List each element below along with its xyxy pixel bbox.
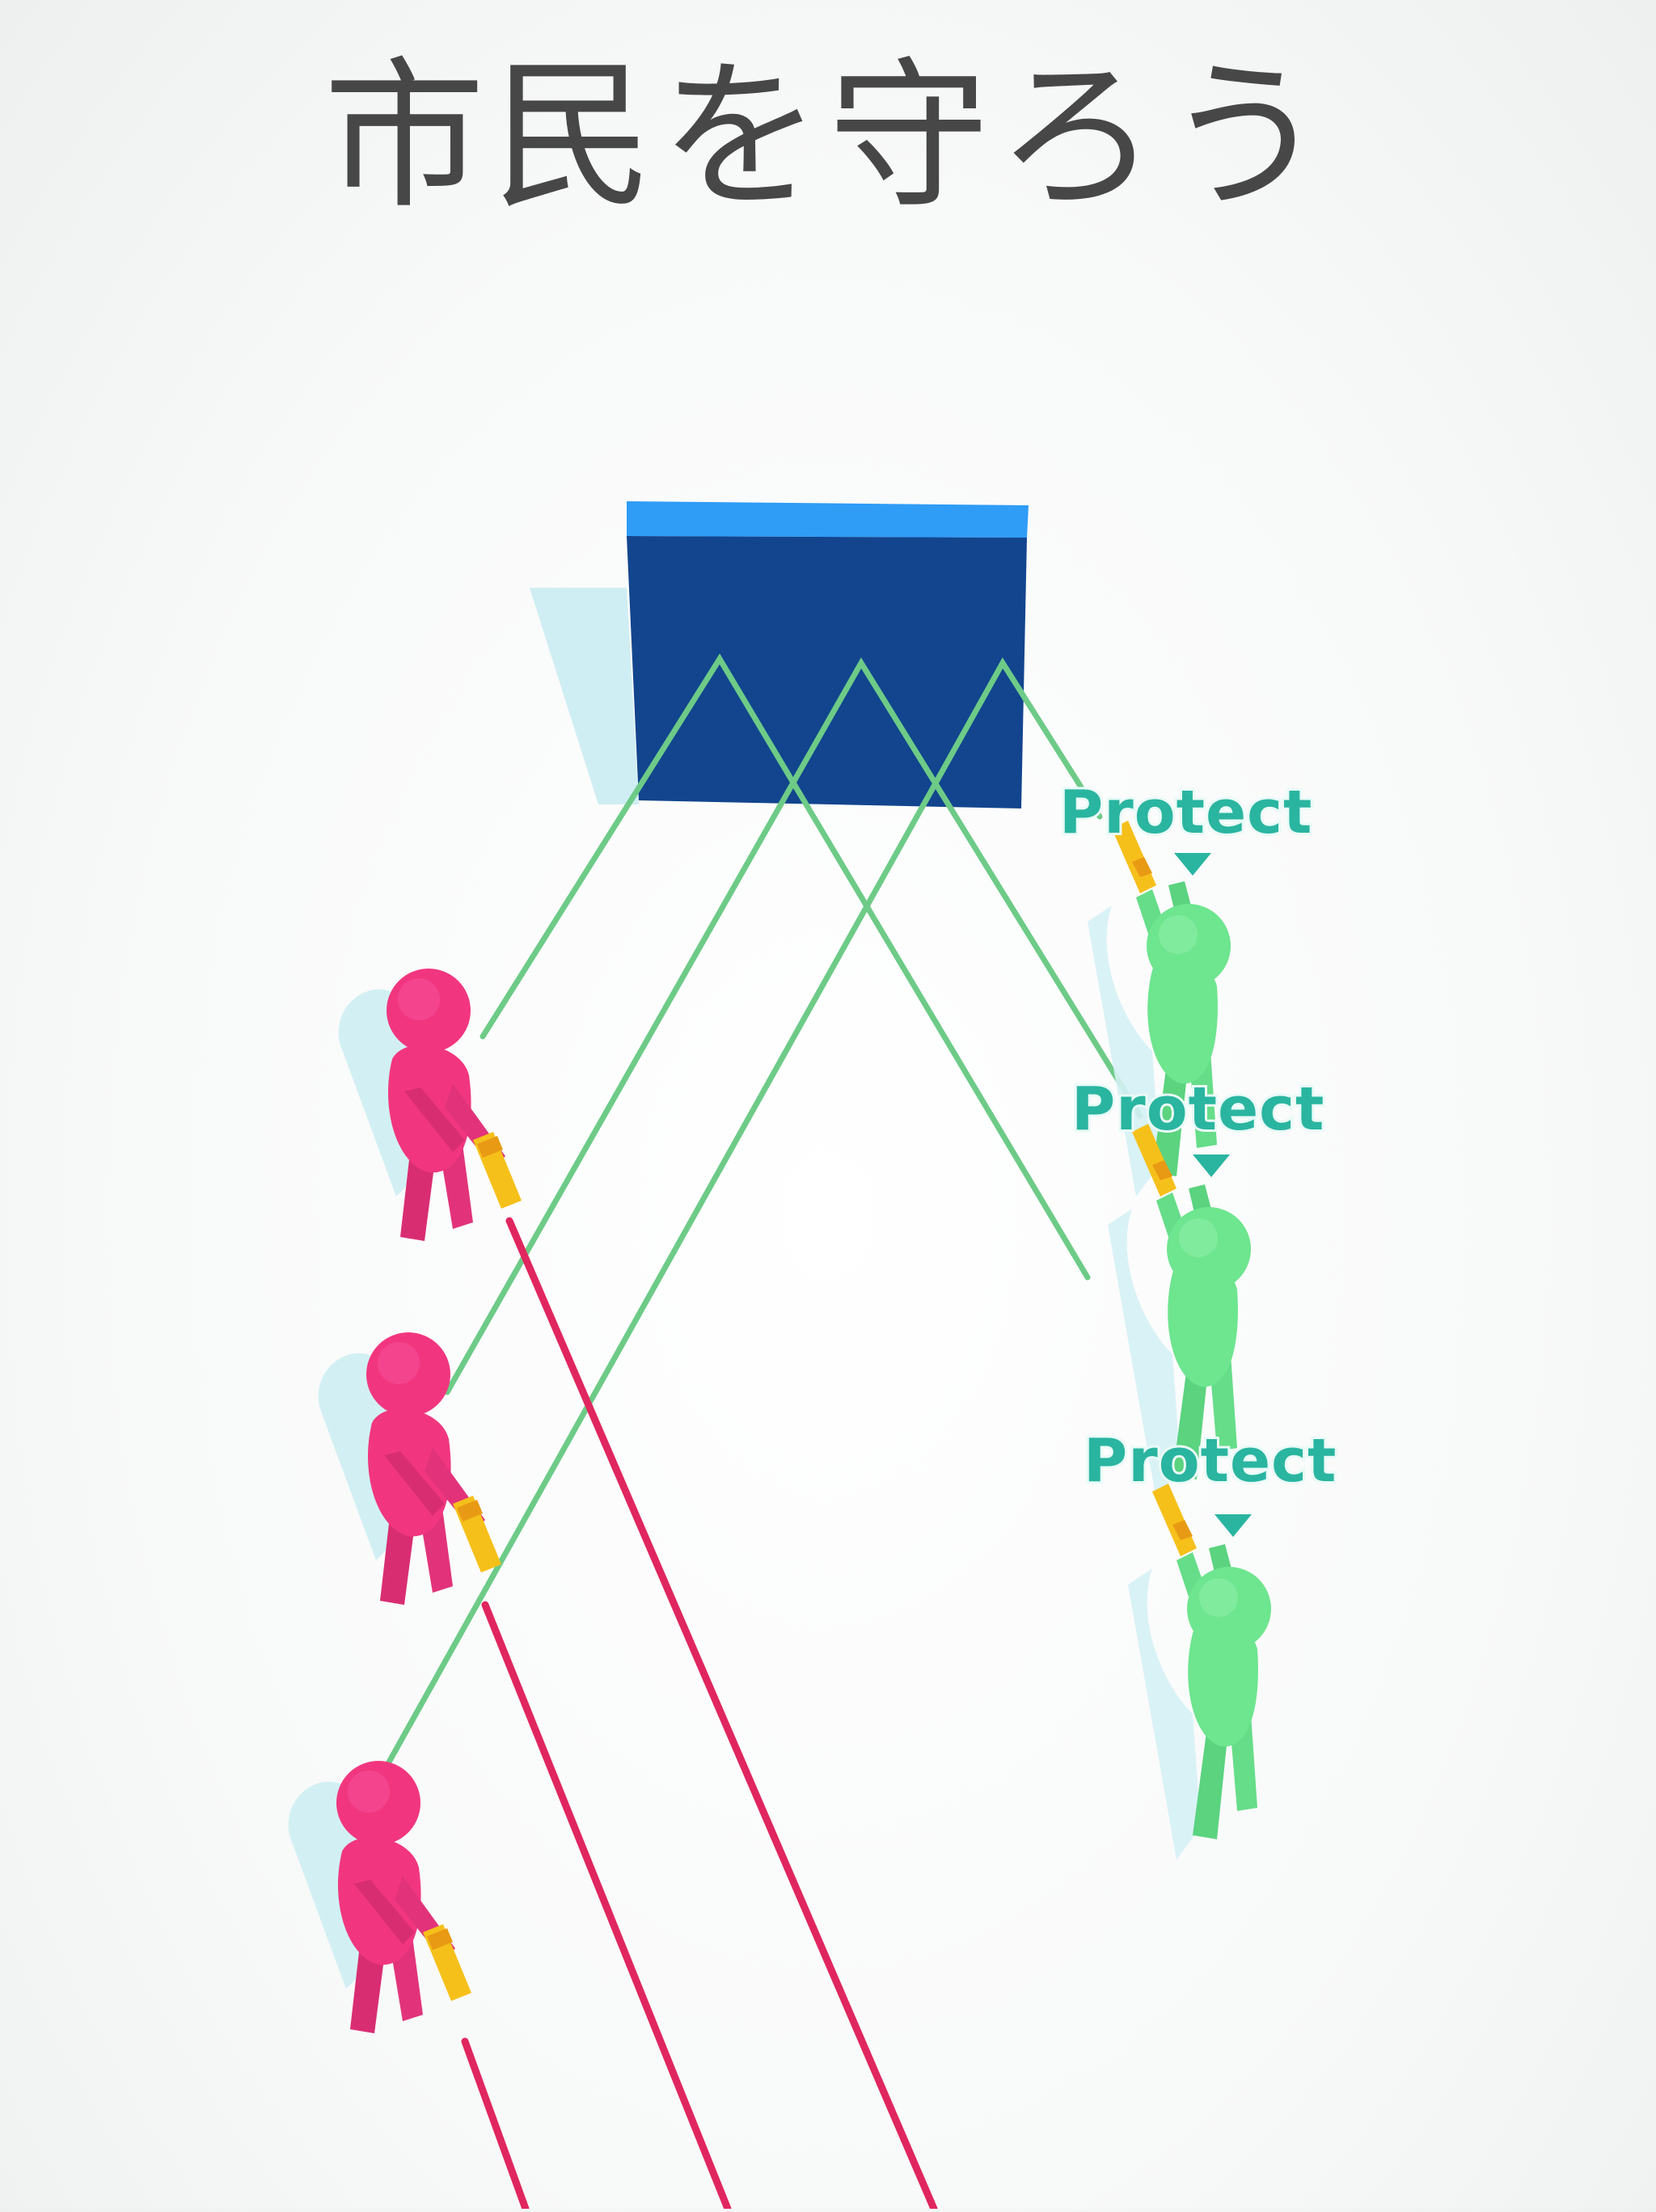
wall-shadow <box>530 588 639 804</box>
wall-block-icon <box>627 501 1029 808</box>
down-triangle-marker-icon <box>1215 1514 1252 1537</box>
laser-enemy-1 <box>505 1217 938 2212</box>
enemy-lasers <box>461 1217 938 2212</box>
protect-label: Protect <box>1059 778 1312 847</box>
page-title: 市民を守ろう <box>323 43 1333 231</box>
bounce-lasers <box>383 653 1143 1770</box>
enemy-stickman-icon[interactable] <box>288 1761 471 2033</box>
down-triangle-marker-icon <box>1174 853 1211 876</box>
protect-label: Protect <box>1084 1426 1337 1496</box>
laser-enemy-2 <box>481 1601 732 2212</box>
laser-bounce-3 <box>383 657 1103 1770</box>
protect-tag-1: Protect <box>1057 775 1314 876</box>
civilian-stickman-icon[interactable] <box>1128 1484 1271 1860</box>
protect-label: Protect <box>1071 1074 1324 1144</box>
down-triangle-marker-icon <box>1193 1155 1230 1177</box>
laser-bounce-1 <box>479 653 1091 1281</box>
laser-enemy-3 <box>461 2037 530 2212</box>
laser-bounce-2 <box>444 657 1143 1395</box>
enemy-stickman-icon[interactable] <box>338 969 522 1241</box>
protect-tag-3: Protect <box>1081 1424 1338 1537</box>
enemy-stickman-icon[interactable] <box>318 1332 501 1605</box>
protect-tag-2: Protect <box>1069 1072 1326 1177</box>
